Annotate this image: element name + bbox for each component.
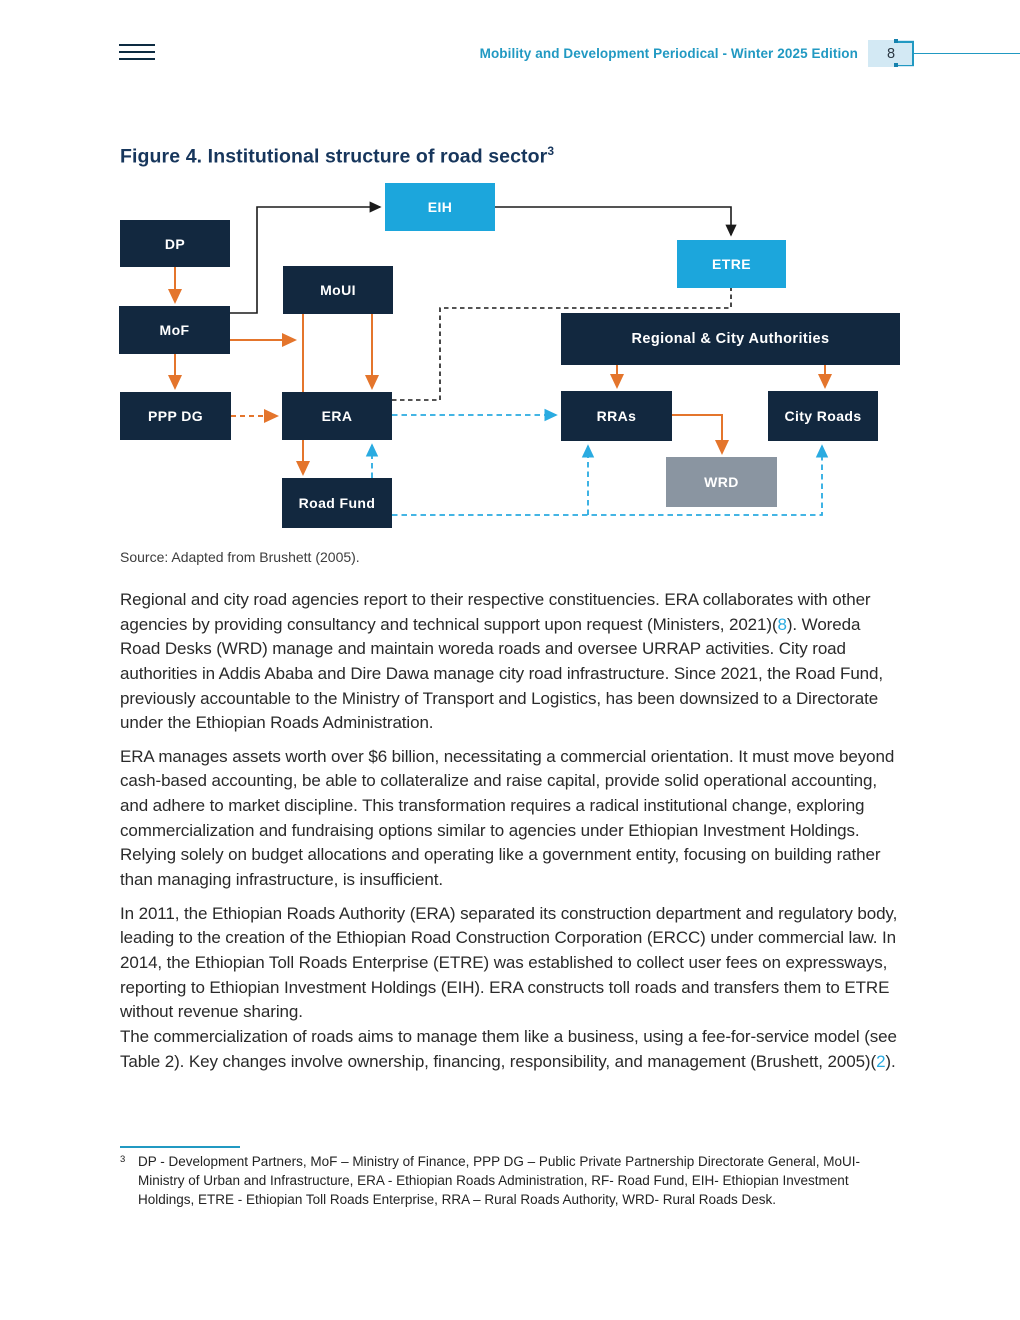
- connector-lines: [168, 201, 832, 516]
- node-dp: DP: [120, 220, 230, 267]
- page-badge-bracket: [896, 41, 913, 43]
- edition-title: Mobility and Development Periodical - Wi…: [479, 46, 858, 61]
- page-number: 8: [886, 45, 896, 62]
- node-moui: MoUI: [283, 266, 393, 314]
- body-paragraph: In 2011, the Ethiopian Roads Authority (…: [120, 903, 898, 1071]
- org-chart: DP EIH MoUI ETRE MoF Regional & City Aut…: [0, 0, 1020, 560]
- footnote-marker: 3: [120, 1154, 126, 1165]
- figure-title: Figure 4. Institutional structure of roa…: [120, 144, 555, 168]
- body-paragraph: Regional and city road agencies report t…: [120, 590, 884, 733]
- node-wrd: WRD: [666, 457, 777, 507]
- header-rule: [913, 52, 1020, 55]
- source-caption: Source: Adapted from Brushett (2005).: [120, 549, 360, 565]
- citation-link[interactable]: 2: [876, 1051, 886, 1071]
- bracket-dot-icon: [893, 38, 898, 44]
- footnote-text: DP - Development Partners, MoF – Ministr…: [138, 1154, 861, 1208]
- node-road-fund: Road Fund: [282, 478, 392, 528]
- node-city-roads: City Roads: [768, 391, 878, 441]
- citation-link[interactable]: 8: [777, 614, 787, 634]
- node-mof: MoF: [119, 306, 230, 354]
- body-text: Regional and city road agencies report t…: [120, 588, 904, 1083]
- page-badge-bracket: [912, 41, 914, 66]
- node-eih: EIH: [385, 183, 495, 231]
- footnote: 3 DP - Development Partners, MoF – Minis…: [120, 1152, 876, 1209]
- node-ppp-dg: PPP DG: [120, 392, 231, 440]
- node-era: ERA: [282, 392, 392, 440]
- node-regional-city-authorities: Regional & City Authorities: [561, 313, 900, 365]
- hamburger-menu-icon[interactable]: [119, 44, 155, 65]
- figure-title-footnote-ref: 3: [547, 144, 555, 158]
- node-rras: RRAs: [561, 391, 672, 441]
- footnote-rule: [120, 1146, 240, 1148]
- page-number-badge: 8: [868, 40, 914, 67]
- node-etre: ETRE: [677, 240, 786, 288]
- page-badge-bracket: [896, 64, 913, 67]
- bracket-dot-icon: [893, 62, 898, 67]
- body-paragraph: ERA manages assets worth over $6 billion…: [120, 746, 895, 890]
